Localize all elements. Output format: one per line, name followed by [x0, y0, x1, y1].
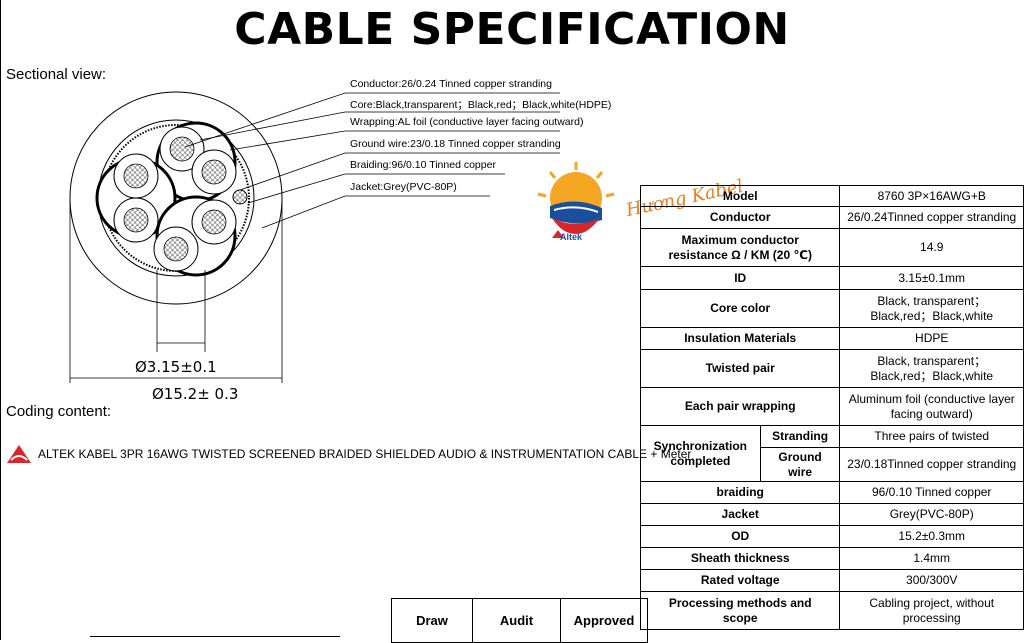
id-label: ID — [639, 266, 841, 290]
callout-ground-wire: Ground wire:23/0.18 Tinned copper strand… — [350, 138, 561, 150]
table-row: braiding 96/0.10 Tinned copper — [639, 481, 1024, 504]
table-row: Model 8760 3P×16AWG+B — [639, 185, 1024, 207]
table-row: Conductor 26/0.24Tinned copper stranding — [639, 206, 1024, 229]
table-row: Twisted pair Black, transparent； Black,r… — [639, 349, 1024, 388]
signoff-table: Draw Audit Approved — [391, 598, 648, 643]
callout-jacket: Jacket:Grey(PVC-80P) — [350, 181, 457, 193]
sync-label: Synchronization completed — [640, 425, 761, 482]
pair-wrapping-value: Aluminum foil (conductive layer facing o… — [839, 387, 1024, 426]
braiding-value: 96/0.10 Tinned copper — [839, 481, 1024, 504]
od-value: 15.2±0.3mm — [839, 525, 1024, 548]
table-row: Maximum conductor resistance Ω / KM (20 … — [639, 228, 1024, 267]
approved-label: Approved — [560, 598, 648, 643]
voltage-value: 300/300V — [839, 569, 1024, 592]
callout-lines — [184, 92, 560, 229]
coding-text: ALTEK KABEL 3PR 16AWG TWISTED SCREENED B… — [38, 447, 692, 461]
processing-label: Processing methods and scope — [639, 591, 841, 630]
sheath-value: 1.4mm — [839, 547, 1024, 570]
draw-label: Draw — [391, 598, 473, 643]
stranding-value: Three pairs of twisted — [839, 425, 1024, 448]
table-row: Insulation Materials HDPE — [639, 327, 1024, 350]
callout-conductor: Conductor:26/0.24 Tinned copper strandin… — [350, 78, 552, 90]
table-row: Processing methods and scope Cabling pro… — [639, 591, 1024, 630]
ground-wire-value: 23/0.18Tinned copper stranding — [839, 447, 1024, 482]
table-row: OD 15.2±0.3mm — [639, 525, 1024, 548]
audit-label: Audit — [472, 598, 561, 643]
ground-wire-label: Ground wire — [759, 447, 841, 482]
huong-kabel-logo — [537, 162, 615, 238]
twisted-pair-value: Black, transparent； Black,red；Black,whit… — [839, 349, 1024, 388]
model-label: Model — [639, 185, 841, 207]
dimension-lines — [69, 198, 283, 383]
coding-content-label: Coding content: — [6, 403, 112, 420]
resistance-value: 14.9 — [839, 228, 1024, 267]
outer-diameter-label: Ø15.2± 0.3 — [152, 385, 239, 403]
callout-braiding: Braiding:96/0.10 Tinned copper — [350, 159, 496, 171]
table-row: Rated voltage 300/300V — [639, 569, 1024, 592]
conductor-label: Conductor — [639, 206, 841, 229]
processing-value: Cabling project, without processing — [839, 591, 1024, 630]
table-row: ID 3.15±0.1mm — [639, 266, 1024, 290]
pair-left — [95, 153, 177, 243]
table-row: Each pair wrapping Aluminum foil (conduc… — [639, 387, 1024, 426]
table-row: Ground wire 23/0.18Tinned copper strandi… — [641, 447, 1024, 482]
stranding-label: Stranding — [759, 425, 841, 448]
table-row: Synchronization completed Stranding Thre… — [640, 425, 1024, 482]
spec-table: Model 8760 3P×16AWG+B Conductor 26/0.24T… — [639, 185, 1024, 630]
od-label: OD — [639, 525, 841, 548]
id-value: 3.15±0.1mm — [839, 266, 1024, 290]
insulation-value: HDPE — [839, 327, 1024, 350]
callout-core: Core:Black,transparent；Black,red；Black,w… — [350, 99, 612, 111]
table-row: Sheath thickness 1.4mm — [639, 547, 1024, 570]
pair-wrapping-label: Each pair wrapping — [639, 387, 841, 426]
core-color-label: Core color — [639, 289, 841, 328]
bottom-divider — [90, 636, 340, 637]
model-value: 8760 3P×16AWG+B — [839, 185, 1024, 207]
sectional-view-label: Sectional view: — [6, 66, 107, 83]
callout-wrapping: Wrapping:AL foil (conductive layer facin… — [350, 116, 584, 128]
page-title: CABLE SPECIFICATION — [234, 4, 790, 55]
jacket-value: Grey(PVC-80P) — [839, 503, 1024, 526]
inner-diameter-label: Ø3.15±0.1 — [135, 358, 217, 376]
pair-bottom — [153, 195, 237, 277]
altek-logo-icon — [7, 445, 31, 463]
page-left-border — [0, 0, 1, 640]
sheath-label: Sheath thickness — [639, 547, 841, 570]
logo-altek-text: Altek — [560, 232, 583, 242]
voltage-label: Rated voltage — [639, 569, 841, 592]
coding-content-row: ALTEK KABEL 3PR 16AWG TWISTED SCREENED B… — [6, 444, 691, 464]
resistance-label: Maximum conductor resistance Ω / KM (20 … — [639, 228, 841, 267]
table-row: Core color Black, transparent； Black,red… — [639, 289, 1024, 328]
table-row: Jacket Grey(PVC-80P) — [639, 503, 1024, 526]
jacket-label: Jacket — [639, 503, 841, 526]
insulation-label: Insulation Materials — [639, 327, 841, 350]
ground-wire — [232, 189, 248, 205]
twisted-pair-label: Twisted pair — [639, 349, 841, 388]
pair-top — [155, 121, 237, 203]
core-color-value: Black, transparent； Black,red；Black,whit… — [839, 289, 1024, 328]
braiding-label: braiding — [639, 481, 841, 504]
conductor-value: 26/0.24Tinned copper stranding — [839, 206, 1024, 229]
